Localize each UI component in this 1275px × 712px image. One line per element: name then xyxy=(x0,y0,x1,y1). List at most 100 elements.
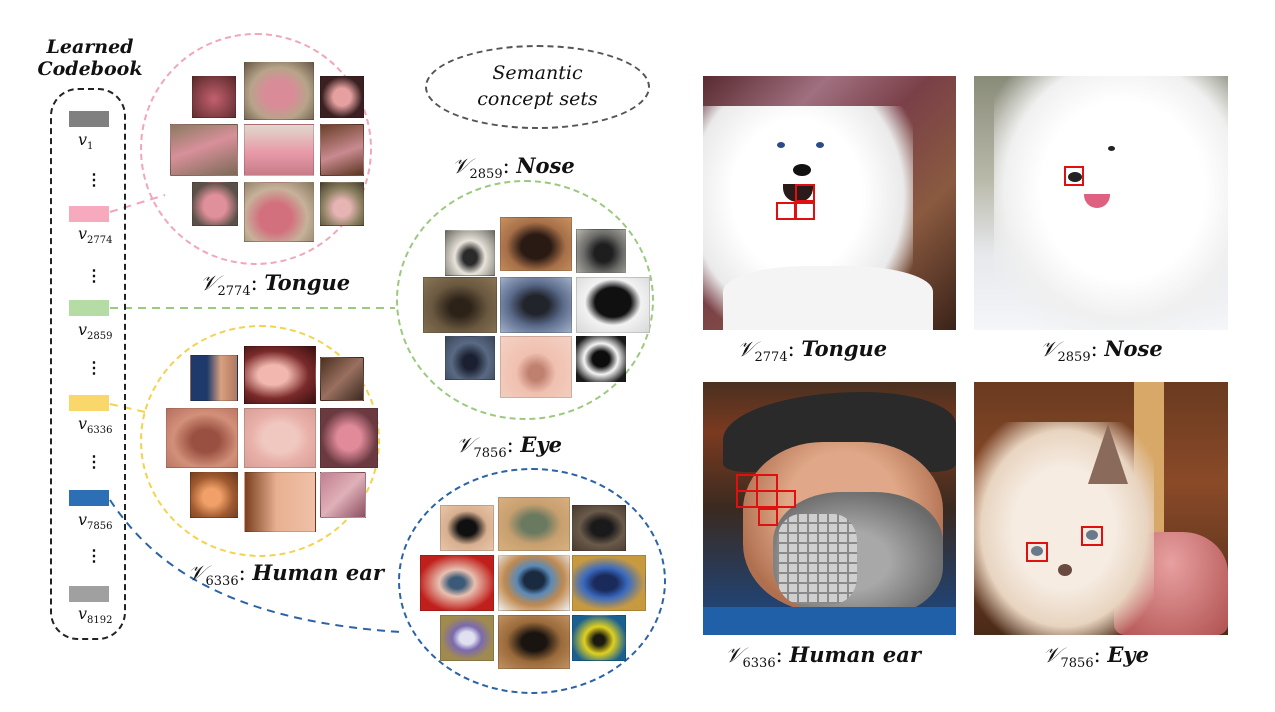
photo-cat-eye xyxy=(974,382,1228,635)
codebook-label-2774: 𝑣2774 xyxy=(78,224,113,247)
white-blanket xyxy=(723,266,933,330)
nose-patch xyxy=(445,336,495,380)
codebook-bar-6336 xyxy=(69,395,109,411)
tongue-patch xyxy=(244,182,314,242)
highlight-box xyxy=(776,202,796,220)
connector-eye xyxy=(109,499,401,633)
dog-nose-dot xyxy=(1068,172,1082,182)
tongue-patch xyxy=(192,76,236,118)
cat-eye-left xyxy=(1031,546,1043,556)
cat-eye-right xyxy=(1086,530,1098,540)
dog-eye-right xyxy=(816,142,824,148)
codebook-bar-2774 xyxy=(69,206,109,222)
codebook-bar-7856 xyxy=(69,490,109,506)
concept-caption-ear: 𝒱6336: Human ear xyxy=(188,560,384,590)
eye-patch xyxy=(572,615,626,661)
nose-patch xyxy=(500,277,572,333)
tongue-patch xyxy=(244,124,314,176)
cat-nose xyxy=(1058,564,1072,576)
semantic-concept-label: Semantic concept sets xyxy=(477,62,598,110)
nose-patch xyxy=(500,217,572,271)
eye-patch xyxy=(440,505,494,551)
highlight-box xyxy=(736,490,758,508)
ear-patch xyxy=(244,472,316,532)
concept-circle-nose xyxy=(396,180,654,420)
highlight-box xyxy=(1064,166,1084,186)
codebook-bar-1 xyxy=(69,111,109,127)
ear-patch xyxy=(244,408,316,468)
tongue-patch xyxy=(320,182,364,226)
highlight-box xyxy=(795,202,815,220)
cat-ear-right xyxy=(1088,424,1128,484)
nose-patch xyxy=(500,336,572,398)
eye-patch xyxy=(572,555,646,611)
codebook-label-8192: 𝑣8192 xyxy=(78,604,113,627)
codebook-bar-8192 xyxy=(69,586,109,602)
tongue-patch xyxy=(244,62,314,120)
dog-nose xyxy=(793,164,811,176)
eye-patch xyxy=(572,505,626,551)
dog-tongue xyxy=(1084,194,1110,208)
tongue-patch xyxy=(320,124,364,176)
concept-caption-nose: 𝒱2859: Nose xyxy=(452,153,575,183)
concept-circle-eye xyxy=(398,468,666,694)
concept-caption-tongue: 𝒱2774: Tongue xyxy=(200,270,351,300)
eye-patch xyxy=(498,497,570,551)
photo-caption-ear: 𝒱6336: Human ear xyxy=(725,642,921,672)
semantic-concept-ellipse xyxy=(425,45,650,129)
nose-patch xyxy=(576,336,626,382)
codebook-label-2859: 𝑣2859 xyxy=(78,320,113,343)
eye-patch xyxy=(498,615,570,669)
photo-man-ear xyxy=(703,382,956,635)
codebook-label-7856: 𝑣7856 xyxy=(78,510,113,533)
mask-filter xyxy=(777,514,857,604)
codebook-label-1: 𝑣1 xyxy=(78,130,94,153)
concept-circle-ear xyxy=(140,325,380,557)
codebook-title: Learned Codebook xyxy=(37,36,143,80)
highlight-box xyxy=(1081,526,1103,546)
dog-fluffy-body xyxy=(994,76,1228,330)
nose-patch xyxy=(423,277,497,333)
highlight-box xyxy=(756,490,778,508)
eye-patch xyxy=(498,555,570,611)
ear-patch xyxy=(166,408,238,468)
codebook-ellipsis-4: ⋮ xyxy=(86,452,102,471)
connector-ear xyxy=(109,403,146,413)
photo-caption-eye: 𝒱7856: Eye xyxy=(1043,642,1149,672)
ear-patch xyxy=(320,357,364,401)
highlight-box xyxy=(795,184,815,202)
dog-eye-left xyxy=(777,142,785,148)
photo-dog-nose xyxy=(974,76,1228,330)
ear-patch xyxy=(244,346,316,404)
ear-patch xyxy=(320,408,378,468)
tongue-patch xyxy=(170,124,238,176)
codebook-container xyxy=(50,88,126,640)
highlight-box xyxy=(1026,542,1048,562)
codebook-ellipsis-3: ⋮ xyxy=(86,358,102,377)
tongue-patch xyxy=(192,182,238,226)
tongue-patch xyxy=(320,76,364,118)
ear-patch xyxy=(320,472,366,518)
dog-mouth xyxy=(783,184,813,202)
ear-patch xyxy=(190,472,238,518)
codebook-ellipsis-2: ⋮ xyxy=(86,266,102,285)
ear-patch xyxy=(190,355,238,401)
codebook-bar-2859 xyxy=(69,300,109,316)
codebook-ellipsis-5: ⋮ xyxy=(86,546,102,565)
concept-caption-eye: 𝒱7856: Eye xyxy=(456,432,562,462)
photo-caption-nose: 𝒱2859: Nose xyxy=(1040,336,1163,366)
dog-eye xyxy=(1108,146,1115,151)
eye-patch xyxy=(440,615,494,661)
nose-patch xyxy=(576,229,626,273)
codebook-ellipsis-1: ⋮ xyxy=(86,170,102,189)
highlight-box xyxy=(776,490,796,508)
eye-patch xyxy=(420,555,494,611)
nose-patch xyxy=(576,277,650,333)
photo-dog-tongue xyxy=(703,76,956,330)
nose-patch xyxy=(445,230,495,276)
codebook-label-6336: 𝑣6336 xyxy=(78,414,113,437)
highlight-box xyxy=(758,508,778,526)
photo-caption-tongue: 𝒱2774: Tongue xyxy=(737,336,888,366)
shirt xyxy=(703,607,956,635)
concept-circle-tongue xyxy=(140,33,372,265)
